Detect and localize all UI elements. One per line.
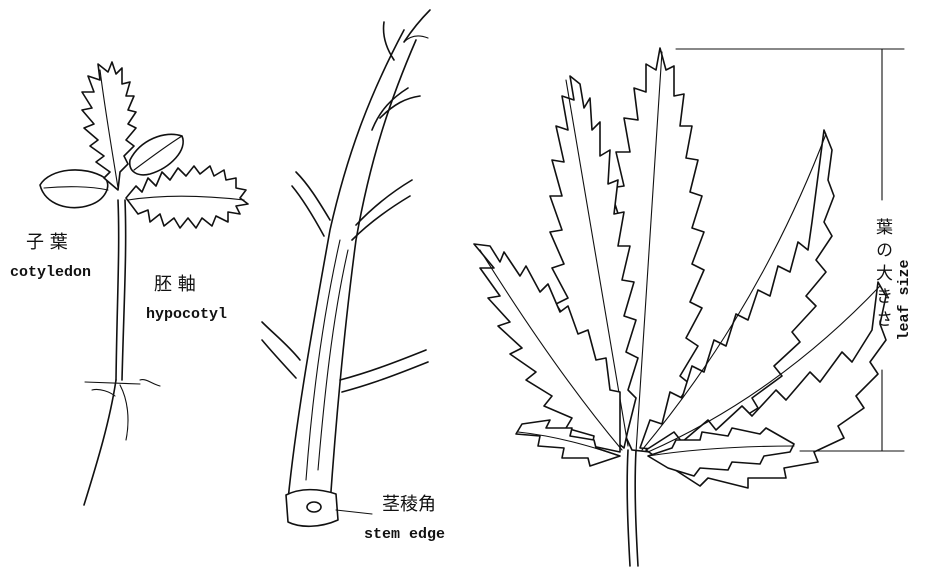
leaf-size-label-ja: 葉の大きさ bbox=[872, 218, 893, 333]
stem-edge-label-en: stem edge bbox=[364, 526, 445, 543]
stem-edge-label-ja: 茎稜角 bbox=[382, 494, 436, 515]
palmate-leaf-drawing bbox=[474, 48, 886, 566]
hypocotyl-label-ja: 胚 軸 bbox=[154, 274, 196, 295]
leaf-size-label-en: leaf size bbox=[896, 259, 913, 340]
seedling-drawing bbox=[40, 62, 248, 505]
cotyledon-label-en: cotyledon bbox=[10, 264, 91, 281]
cotyledon-leaf bbox=[40, 170, 108, 208]
stem-drawing bbox=[262, 10, 430, 526]
cotyledon-label-ja: 子 葉 bbox=[26, 232, 68, 253]
hypocotyl-label-en: hypocotyl bbox=[146, 306, 227, 323]
